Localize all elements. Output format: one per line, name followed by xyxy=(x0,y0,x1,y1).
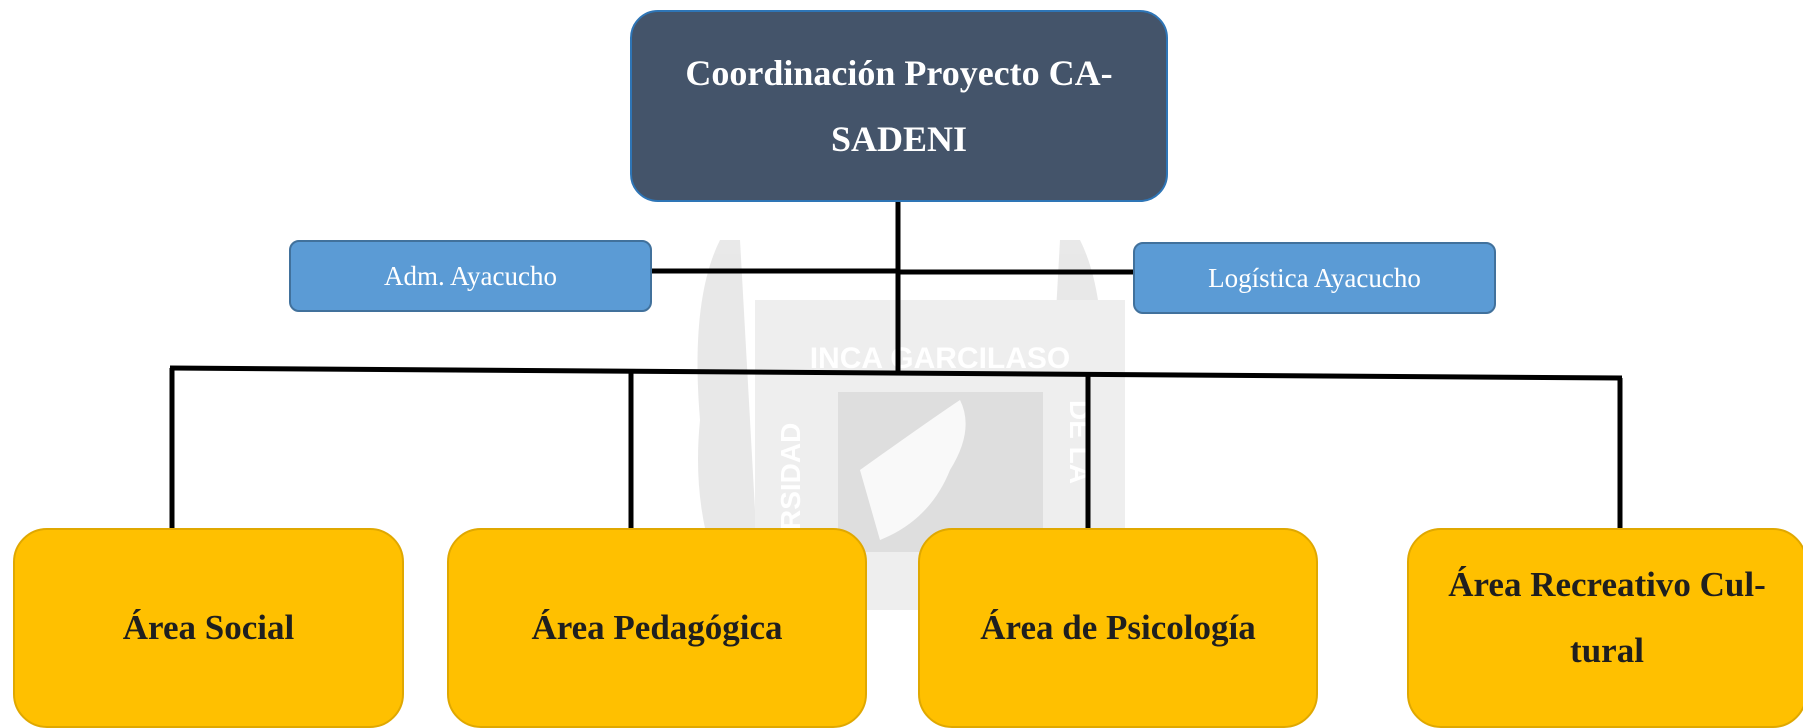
seal-hand-quill-icon xyxy=(860,400,966,540)
area-pedagogica-label: Área Pedagógica xyxy=(531,608,783,647)
area-recreativo-cultural-box: Área Recreativo Cul-tural xyxy=(1407,528,1803,728)
adm-ayacucho-box: Adm. Ayacucho xyxy=(289,240,652,312)
area-pedagogica-box: Área Pedagógica xyxy=(447,528,867,728)
area-recreativo-cultural-label: Área Recreativo Cul-tural xyxy=(1448,565,1766,670)
seal-scroll-left-shape xyxy=(697,240,760,600)
logistica-ayacucho-label: Logística Ayacucho xyxy=(1208,262,1421,293)
area-social-label: Área Social xyxy=(122,608,295,647)
seal-inner-panel-shape xyxy=(838,392,1043,552)
area-psicologia-label: Área de Psicología xyxy=(980,608,1256,647)
watermark-top-text: INCA GARCILASO xyxy=(810,342,1071,375)
adm-ayacucho-label: Adm. Ayacucho xyxy=(384,260,557,291)
area-social-box: Área Social xyxy=(13,528,404,728)
area-psicologia-box: Área de Psicología xyxy=(918,528,1318,728)
logistica-ayacucho-box: Logística Ayacucho xyxy=(1133,242,1496,314)
watermark-left-text: RSIDAD xyxy=(775,423,806,530)
coordination-box: Coordinación Proyecto CA-SADENI xyxy=(630,10,1168,202)
areas-bus-connector xyxy=(169,365,1623,381)
coordination-label: Coordinación Proyecto CA-SADENI xyxy=(685,53,1113,159)
